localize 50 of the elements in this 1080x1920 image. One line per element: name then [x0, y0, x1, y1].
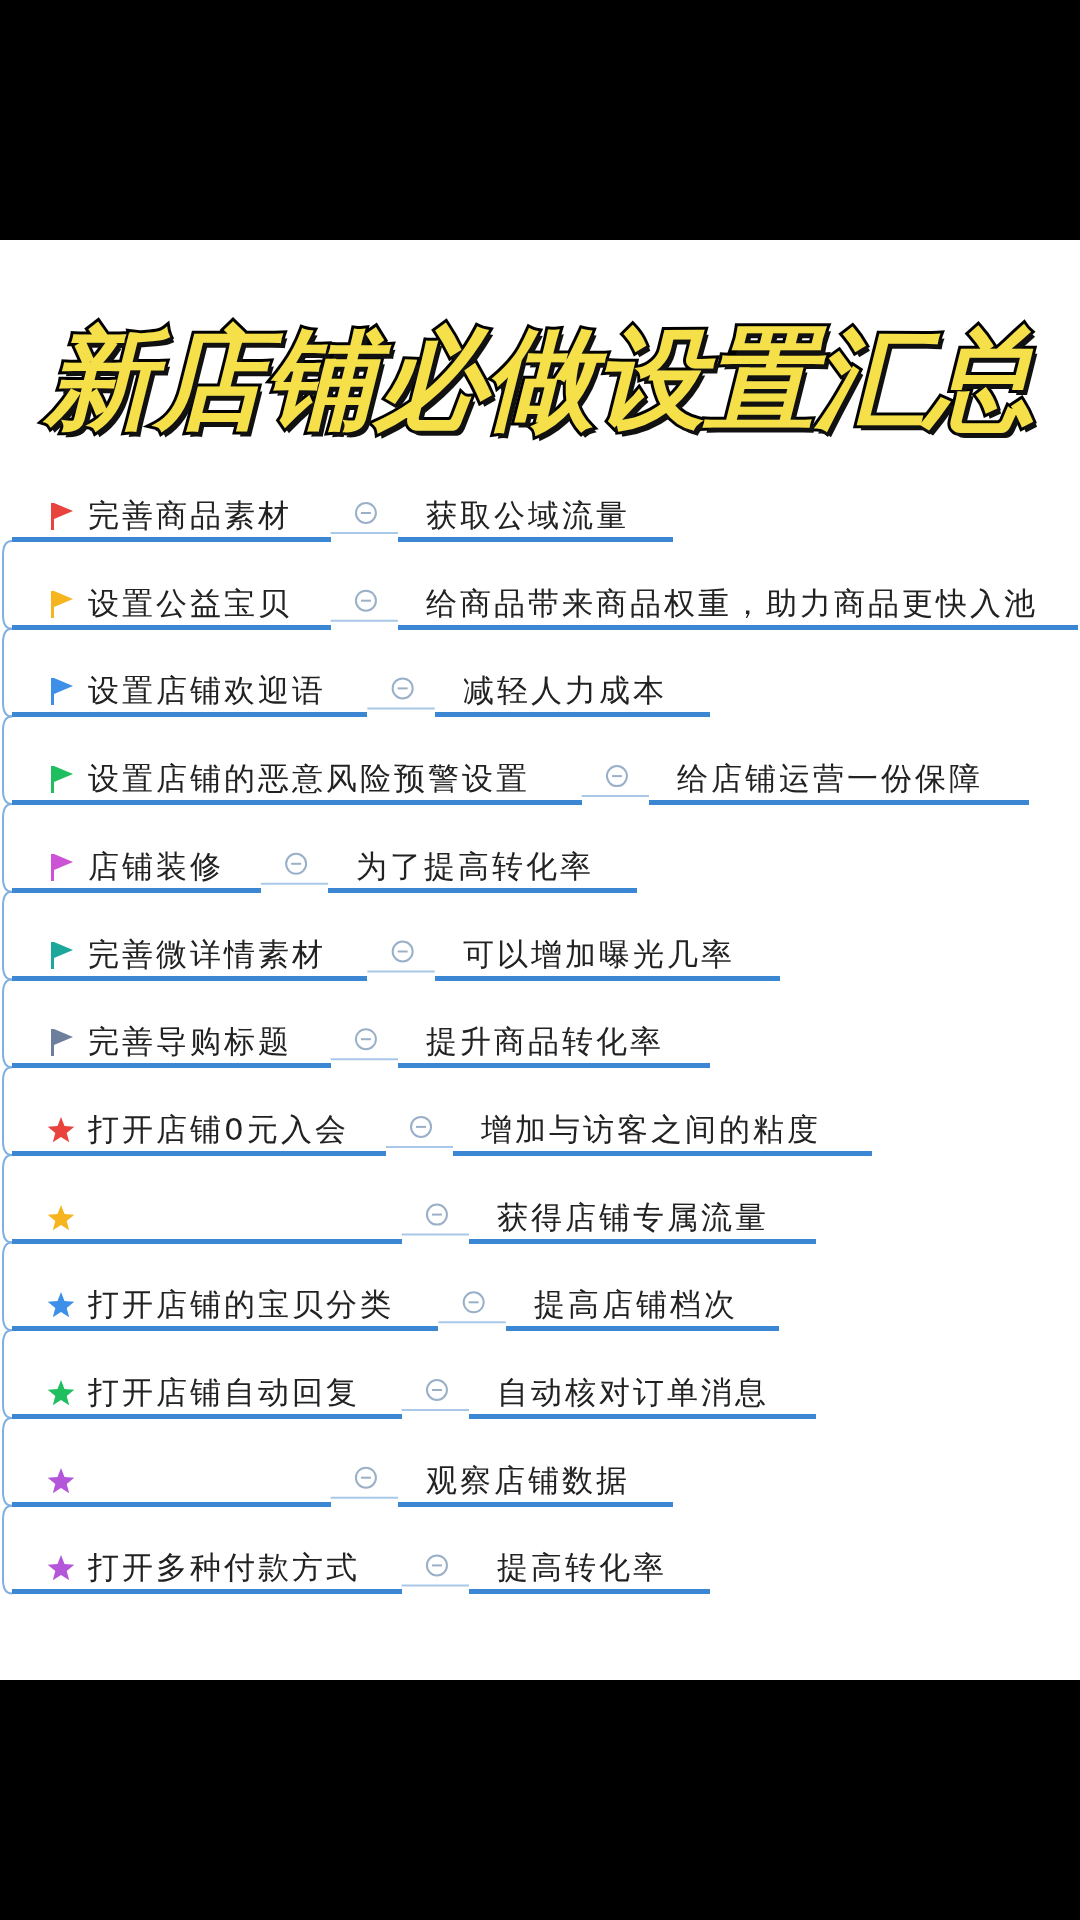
- subtopic-label: 获得店铺专属流量: [496, 1197, 769, 1237]
- subtopic-label: 给店铺运营一份保障: [677, 759, 983, 799]
- topic-label: 店铺装修: [88, 846, 224, 886]
- topic-label: 设置店铺的恶意风险预警设置: [88, 759, 530, 799]
- branch-line: [2, 890, 13, 981]
- branch-line: [2, 627, 13, 718]
- subtopic-label: 提升商品转化率: [425, 1022, 664, 1062]
- connector-line: [437, 1321, 507, 1324]
- connector-line: [366, 707, 436, 710]
- connector-line: [366, 970, 436, 973]
- connector-line: [400, 1409, 470, 1411]
- connector-line: [400, 1233, 470, 1236]
- topic-label: 打开多种付款方式: [88, 1548, 360, 1588]
- subtopic-label: 给商品带来商品权重，助力商品更快入池: [425, 583, 1038, 623]
- branch-line: [2, 803, 13, 893]
- connector-line: [400, 1584, 470, 1587]
- topic-label: 打开店铺自动回复: [88, 1373, 360, 1412]
- topic-label: 完善导购标题: [88, 1022, 292, 1062]
- subtopic-label: 为了提高转化率: [356, 846, 595, 886]
- branch-line: [2, 1504, 13, 1595]
- connector-line: [384, 1145, 455, 1148]
- subtopic-label: 增加与访客之间的粘度: [481, 1109, 822, 1149]
- subtopic-label: 减轻人力成本: [462, 671, 667, 711]
- connector-line: [259, 882, 330, 885]
- branch-line: [2, 1241, 13, 1332]
- topic-label: 完善微详情素材: [88, 934, 326, 974]
- branch-line: [2, 715, 13, 806]
- topic-label: 打开店铺0元入会: [88, 1109, 349, 1149]
- branch-line: [2, 1153, 13, 1244]
- subtopic-label: 观察店铺数据: [425, 1460, 630, 1500]
- title: 新店铺必做设置汇总: [42, 314, 1036, 445]
- connector-line: [580, 795, 650, 798]
- connector-line: [329, 1058, 399, 1061]
- topic-label: 设置公益宝贝: [88, 583, 292, 623]
- subtopic-label: 自动核对订单消息: [496, 1373, 769, 1412]
- connector-line: [329, 1496, 399, 1499]
- branch-line: [2, 978, 13, 1069]
- branch-line: [2, 1066, 13, 1156]
- connector-line: [329, 619, 399, 622]
- branch-line: [2, 1329, 13, 1419]
- topic-label: 打开店铺的宝贝分类: [88, 1285, 394, 1325]
- topic-label: 完善商品素材: [88, 496, 292, 535]
- branch-line: [2, 1417, 13, 1507]
- subtopic-label: 可以增加曝光几率: [462, 934, 735, 974]
- subtopic-label: 获取公域流量: [425, 496, 630, 535]
- subtopic-label: 提高店铺档次: [533, 1285, 738, 1325]
- connector-line: [329, 532, 399, 534]
- topic-label: 设置店铺欢迎语: [88, 671, 326, 711]
- branch-line: [2, 540, 13, 630]
- subtopic-label: 提高转化率: [496, 1548, 667, 1588]
